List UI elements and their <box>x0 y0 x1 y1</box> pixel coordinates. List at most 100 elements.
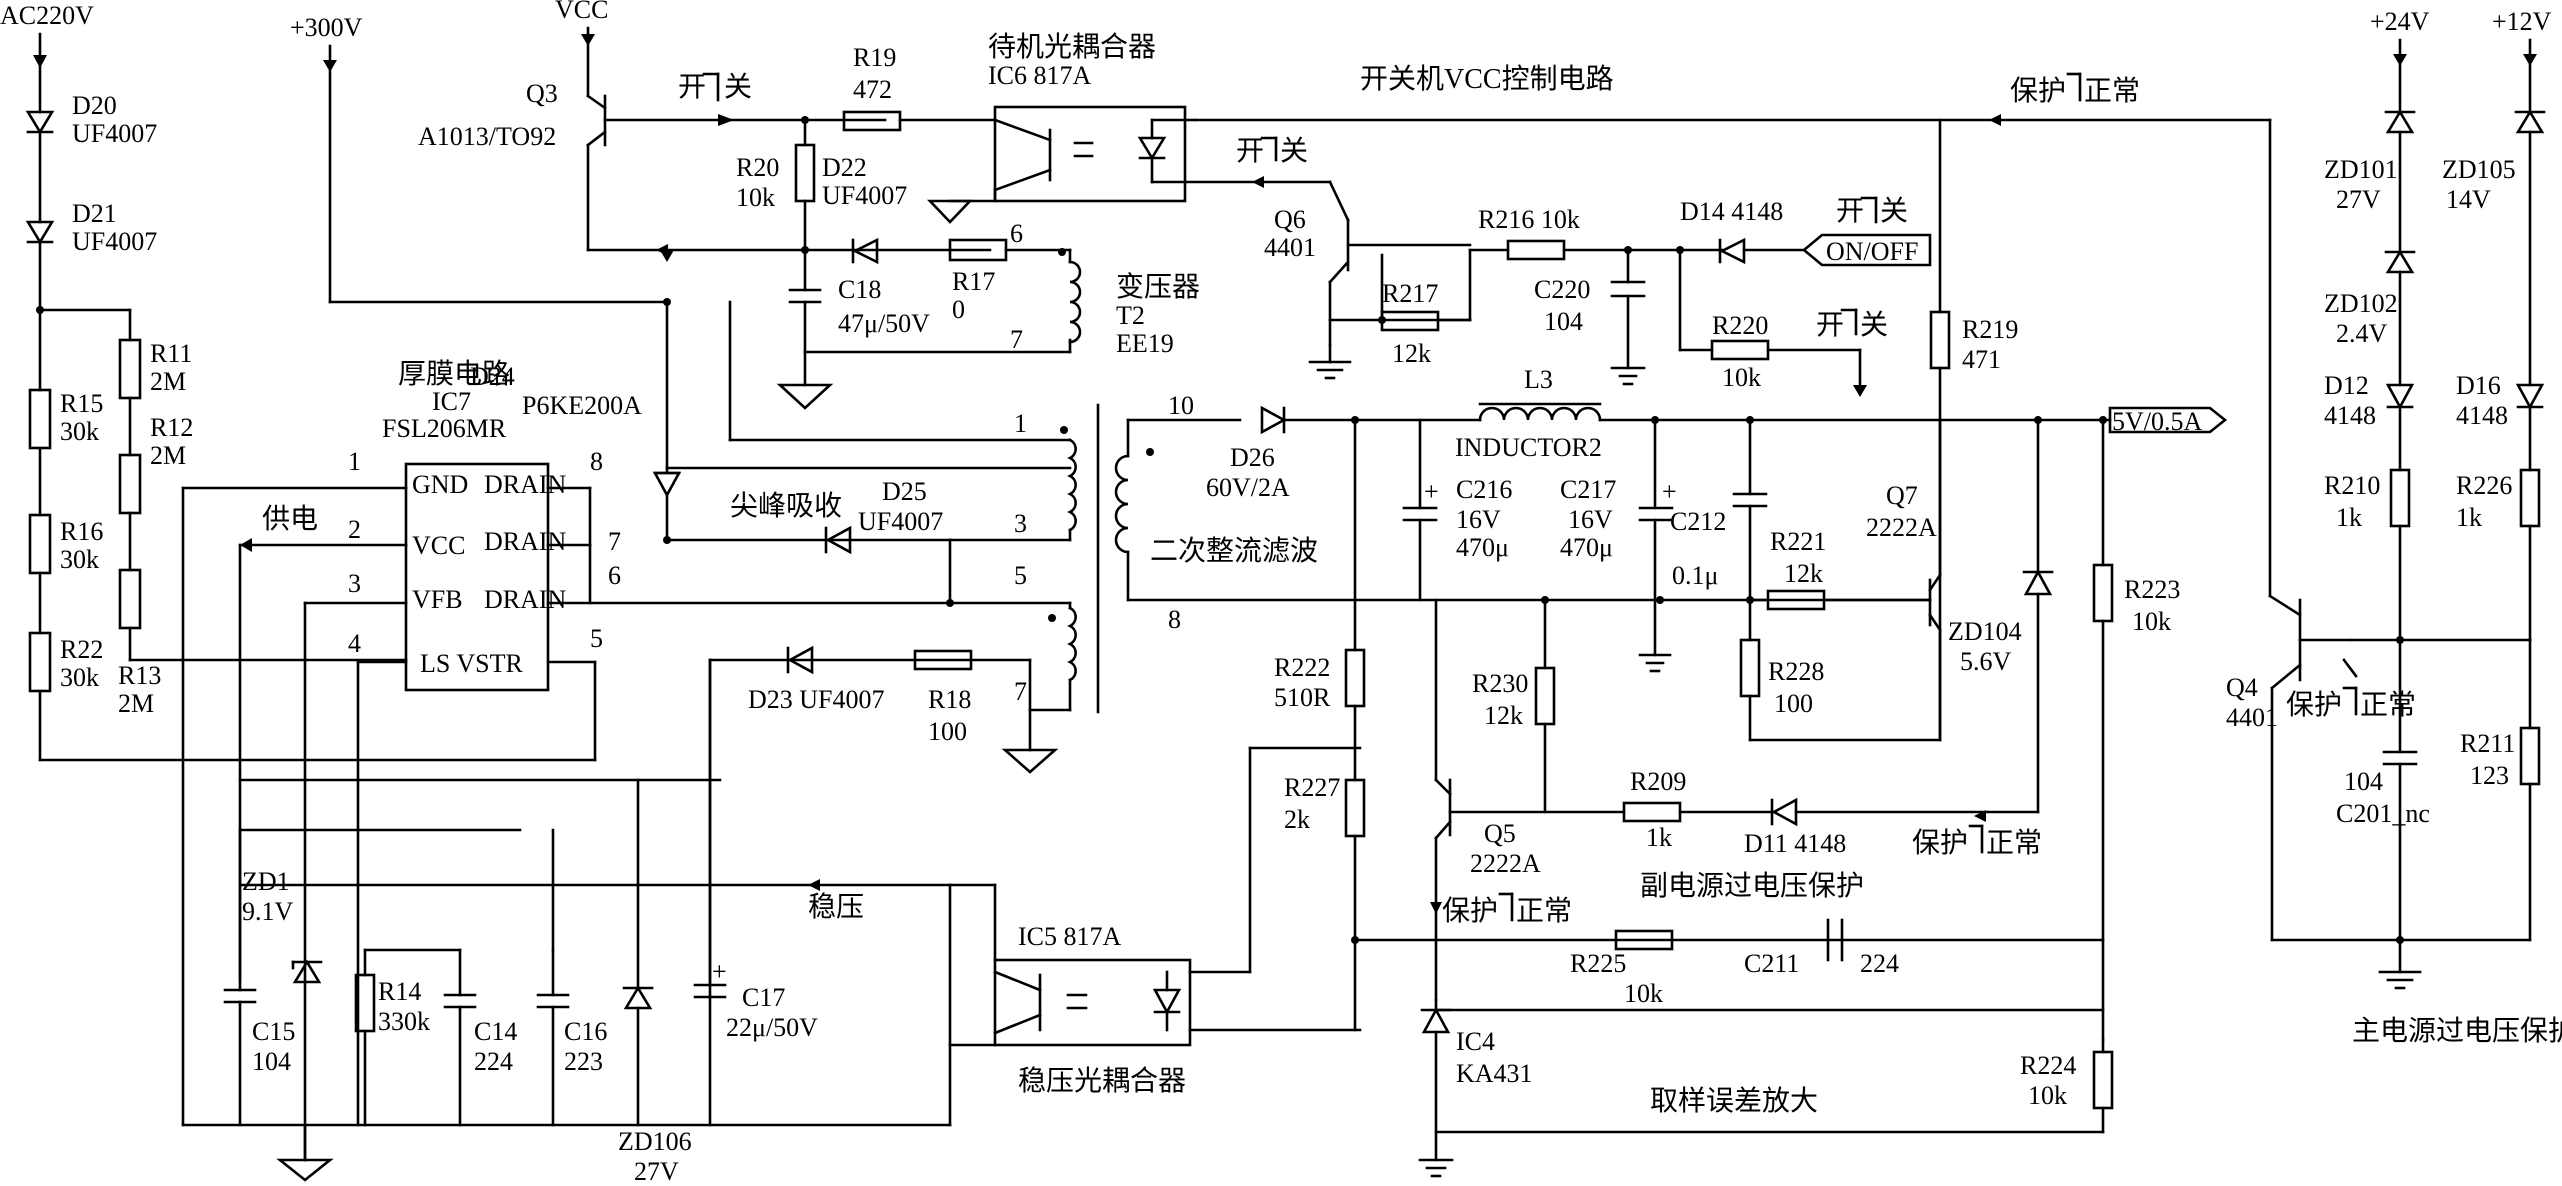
label-R223: R223 <box>2124 575 2180 604</box>
ic-IC5 <box>993 958 1192 1047</box>
label-12v: +12V <box>2492 7 2552 36</box>
value-R12: 2M <box>150 441 186 470</box>
volt-C217: 16V <box>1568 505 1613 534</box>
label-transformer: 变压器 <box>1116 271 1200 303</box>
diode-D23 <box>787 645 814 675</box>
resistor-R20 <box>794 143 816 203</box>
resistor-R222 <box>1344 648 1366 708</box>
label-Q6: Q6 <box>1274 205 1306 234</box>
label-Q7: Q7 <box>1886 481 1918 510</box>
label-C17: C17 <box>742 983 785 1012</box>
value-D24: P6KE200A <box>522 391 642 420</box>
value-D26: 60V/2A <box>1206 473 1290 502</box>
label-supply: 供电 <box>262 503 318 535</box>
label-R225: R225 <box>1570 949 1626 978</box>
value-IC7: FSL206MR <box>382 414 507 443</box>
value-R211: 123 <box>2470 761 2509 790</box>
label-q6-off: 关 <box>1280 135 1308 167</box>
label-R219: R219 <box>1962 315 2018 344</box>
label-r220-off: 关 <box>1860 309 1888 341</box>
label-R228: R228 <box>1768 657 1824 686</box>
zener-ZD106 <box>623 985 653 1010</box>
label-D24: D24 <box>470 362 515 391</box>
resistor-R230 <box>1534 666 1556 726</box>
label-ZD1: ZD1 <box>242 867 290 896</box>
label-regulation: 稳压 <box>808 891 864 923</box>
label-top-protect: 保护 <box>2010 75 2066 107</box>
label-R211: R211 <box>2460 729 2515 758</box>
value-C212: 0.1μ <box>1672 561 1718 590</box>
label-reg-opto: 稳压光耦合器 <box>1018 1065 1186 1097</box>
pin-num-4: 4 <box>348 629 361 658</box>
value-R11: 2M <box>150 367 186 396</box>
resistor-R209 <box>1622 801 1682 823</box>
output-5v-port <box>2108 406 2228 434</box>
resistor-R228 <box>1739 638 1761 698</box>
diode-D14 <box>1719 237 1746 265</box>
value-IC4: KA431 <box>1456 1059 1533 1088</box>
value-ZD101: 27V <box>2336 185 2381 214</box>
pin-num-5: 5 <box>590 624 603 653</box>
value-C17: 22μ/50V <box>726 1013 818 1042</box>
value-R18: 100 <box>928 717 967 746</box>
label-ZD101: ZD101 <box>2324 155 2398 184</box>
label-R210: R210 <box>2324 471 2380 500</box>
label-R220: R220 <box>1712 311 1768 340</box>
label-Q5: Q5 <box>1484 819 1516 848</box>
value-D22: UF4007 <box>822 181 907 210</box>
label-R20: R20 <box>736 153 779 182</box>
pin-num-6: 6 <box>608 561 621 590</box>
label-C212: C212 <box>1670 507 1726 536</box>
value-R220: 10k <box>1722 363 1761 392</box>
label-out5v: 5V/0.5A <box>2112 407 2203 436</box>
pin-drain-8: DRAIN <box>484 470 567 499</box>
value-Q4: 4401 <box>2226 703 2278 732</box>
resistor-R18 <box>913 649 973 671</box>
pin-vcc: VCC <box>412 531 465 560</box>
label-ic4-normal: 正常 <box>1516 895 1572 927</box>
main-ovp: +24V +12V ZD101 27V ZD102 2.4V D12 4148 … <box>2226 7 2562 1047</box>
q6-control: 开 关 Q6 4401 R217 12k R216 10k <box>1183 118 2018 742</box>
q5-block: R222 510R R227 2k R230 12k Q5 2222A R209… <box>1274 418 2114 1178</box>
label-IC4: IC4 <box>1456 1027 1495 1056</box>
label-R230: R230 <box>1472 669 1528 698</box>
resistor-R211 <box>2519 726 2541 786</box>
label-q5-protect: 保护 <box>1912 827 1968 859</box>
onoff-input-port[interactable] <box>1801 233 1932 267</box>
value-R230: 12k <box>1484 701 1523 730</box>
value-Q6: 4401 <box>1264 233 1316 262</box>
value-C211: 224 <box>1860 949 1899 978</box>
c17-plus: + <box>712 957 727 986</box>
label-sampling: 取样误差放大 <box>1650 1085 1818 1117</box>
label-L3: L3 <box>1524 365 1553 394</box>
zener-ZD105 <box>2515 109 2545 134</box>
resistor-R210 <box>2389 468 2411 528</box>
label-d14-off: 关 <box>1880 195 1908 227</box>
resistor-R13 <box>118 568 142 630</box>
diode-D11 <box>1771 797 1798 827</box>
pin-t2-3: 3 <box>1014 509 1027 538</box>
resistor-R12 <box>118 453 142 515</box>
label-ZD105: ZD105 <box>2442 155 2516 184</box>
pin-drain-7: DRAIN <box>484 527 567 556</box>
label-ic6-title: 待机光耦合器 <box>988 31 1156 63</box>
diode-D26 <box>1260 405 1287 435</box>
diode-D20 <box>25 110 55 135</box>
value-R209: 1k <box>1646 823 1672 852</box>
label-C216: C216 <box>1456 475 1512 504</box>
label-main-ovp: 主电源过电压保护 <box>2352 1015 2562 1047</box>
label-D22: D22 <box>822 153 867 182</box>
label-D12: D12 <box>2324 371 2369 400</box>
value-R222: 510R <box>1274 683 1331 712</box>
label-R11: R11 <box>150 339 192 368</box>
value-D25: UF4007 <box>858 507 943 536</box>
ic-IC7 <box>404 462 550 692</box>
onoff-port-label[interactable]: ON/OFF <box>1826 237 1918 266</box>
label-R217: R217 <box>1382 279 1438 308</box>
value-R219: 471 <box>1962 345 2001 374</box>
label-r220-on: 开 <box>1816 310 1844 341</box>
resistor-R223 <box>2092 563 2114 623</box>
q3-vcc: VCC Q3 A1013/TO92 开 关 R19 472 R20 10k D2… <box>418 0 997 256</box>
resistor-R227 <box>1344 778 1366 838</box>
